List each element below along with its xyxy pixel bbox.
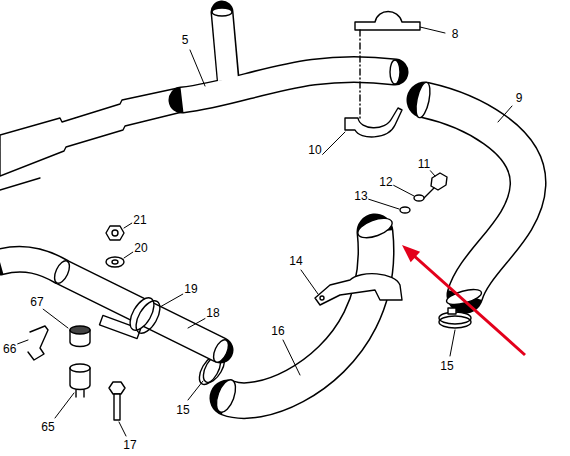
hose <box>425 100 528 295</box>
callout-number: 65 <box>40 421 55 434</box>
clamp-screw <box>448 308 456 314</box>
hose-end <box>213 377 240 414</box>
hose-outline <box>425 100 528 295</box>
washer-bore <box>112 260 118 264</box>
pipe-end <box>390 60 400 84</box>
pointer-arrow <box>413 255 525 355</box>
callout-number: 16 <box>270 325 285 338</box>
bolt-hole <box>320 296 324 300</box>
callout-number: 10 <box>307 144 322 157</box>
callout-number: 19 <box>183 283 198 296</box>
clip <box>345 108 402 137</box>
callout-number: 12 <box>378 176 393 189</box>
bolt-shank <box>114 394 120 420</box>
pipe <box>0 259 220 350</box>
pipe-edge <box>0 178 40 190</box>
callout-number: 15 <box>175 404 190 417</box>
pipe-end <box>212 8 232 16</box>
hose-end <box>355 214 394 241</box>
callout-number: 15 <box>439 360 454 373</box>
callout-number: 5 <box>181 34 190 47</box>
callout-number: 9 <box>515 92 524 105</box>
washer <box>400 207 410 213</box>
t-piece-outline <box>182 69 395 100</box>
callout-number: 8 <box>451 28 460 41</box>
hose-end <box>413 81 432 119</box>
washer <box>106 257 124 267</box>
callout-number: 11 <box>417 158 431 171</box>
left-pipe <box>0 88 182 176</box>
washer <box>414 195 424 201</box>
callout-number: 13 <box>353 190 368 203</box>
centre-line <box>359 30 360 118</box>
pipe-end <box>210 338 231 365</box>
nut-bore <box>112 230 118 236</box>
hose-clamp <box>439 316 471 328</box>
arrow-head <box>402 245 420 262</box>
pipe-clamp <box>125 294 159 334</box>
leader-lines <box>12 27 512 436</box>
sensor-pin <box>75 390 76 397</box>
t-piece <box>182 69 395 100</box>
hose <box>228 232 376 401</box>
callout-number: 18 <box>205 307 220 320</box>
pipe-clamp <box>131 297 165 337</box>
callout-number: 14 <box>288 255 303 268</box>
callout-number: 17 <box>122 439 137 452</box>
callout-number: 67 <box>29 296 44 309</box>
pipe-joint <box>51 259 72 286</box>
nut <box>106 226 124 240</box>
bolt-shank <box>424 188 434 198</box>
callout-number: 66 <box>2 343 17 356</box>
hose-outline <box>228 232 376 401</box>
t-branch <box>222 12 228 80</box>
callout-number: 20 <box>133 242 148 255</box>
spring-clip <box>28 326 48 360</box>
pipe-outline <box>0 259 220 350</box>
bolt-head <box>109 382 125 394</box>
sensor-top <box>70 364 90 372</box>
support-bracket <box>315 274 402 305</box>
sensor-pin <box>83 390 84 397</box>
bolt-head <box>431 173 447 190</box>
bracket <box>355 12 420 31</box>
grommet-top <box>70 326 90 334</box>
callout-number: 21 <box>132 214 147 227</box>
